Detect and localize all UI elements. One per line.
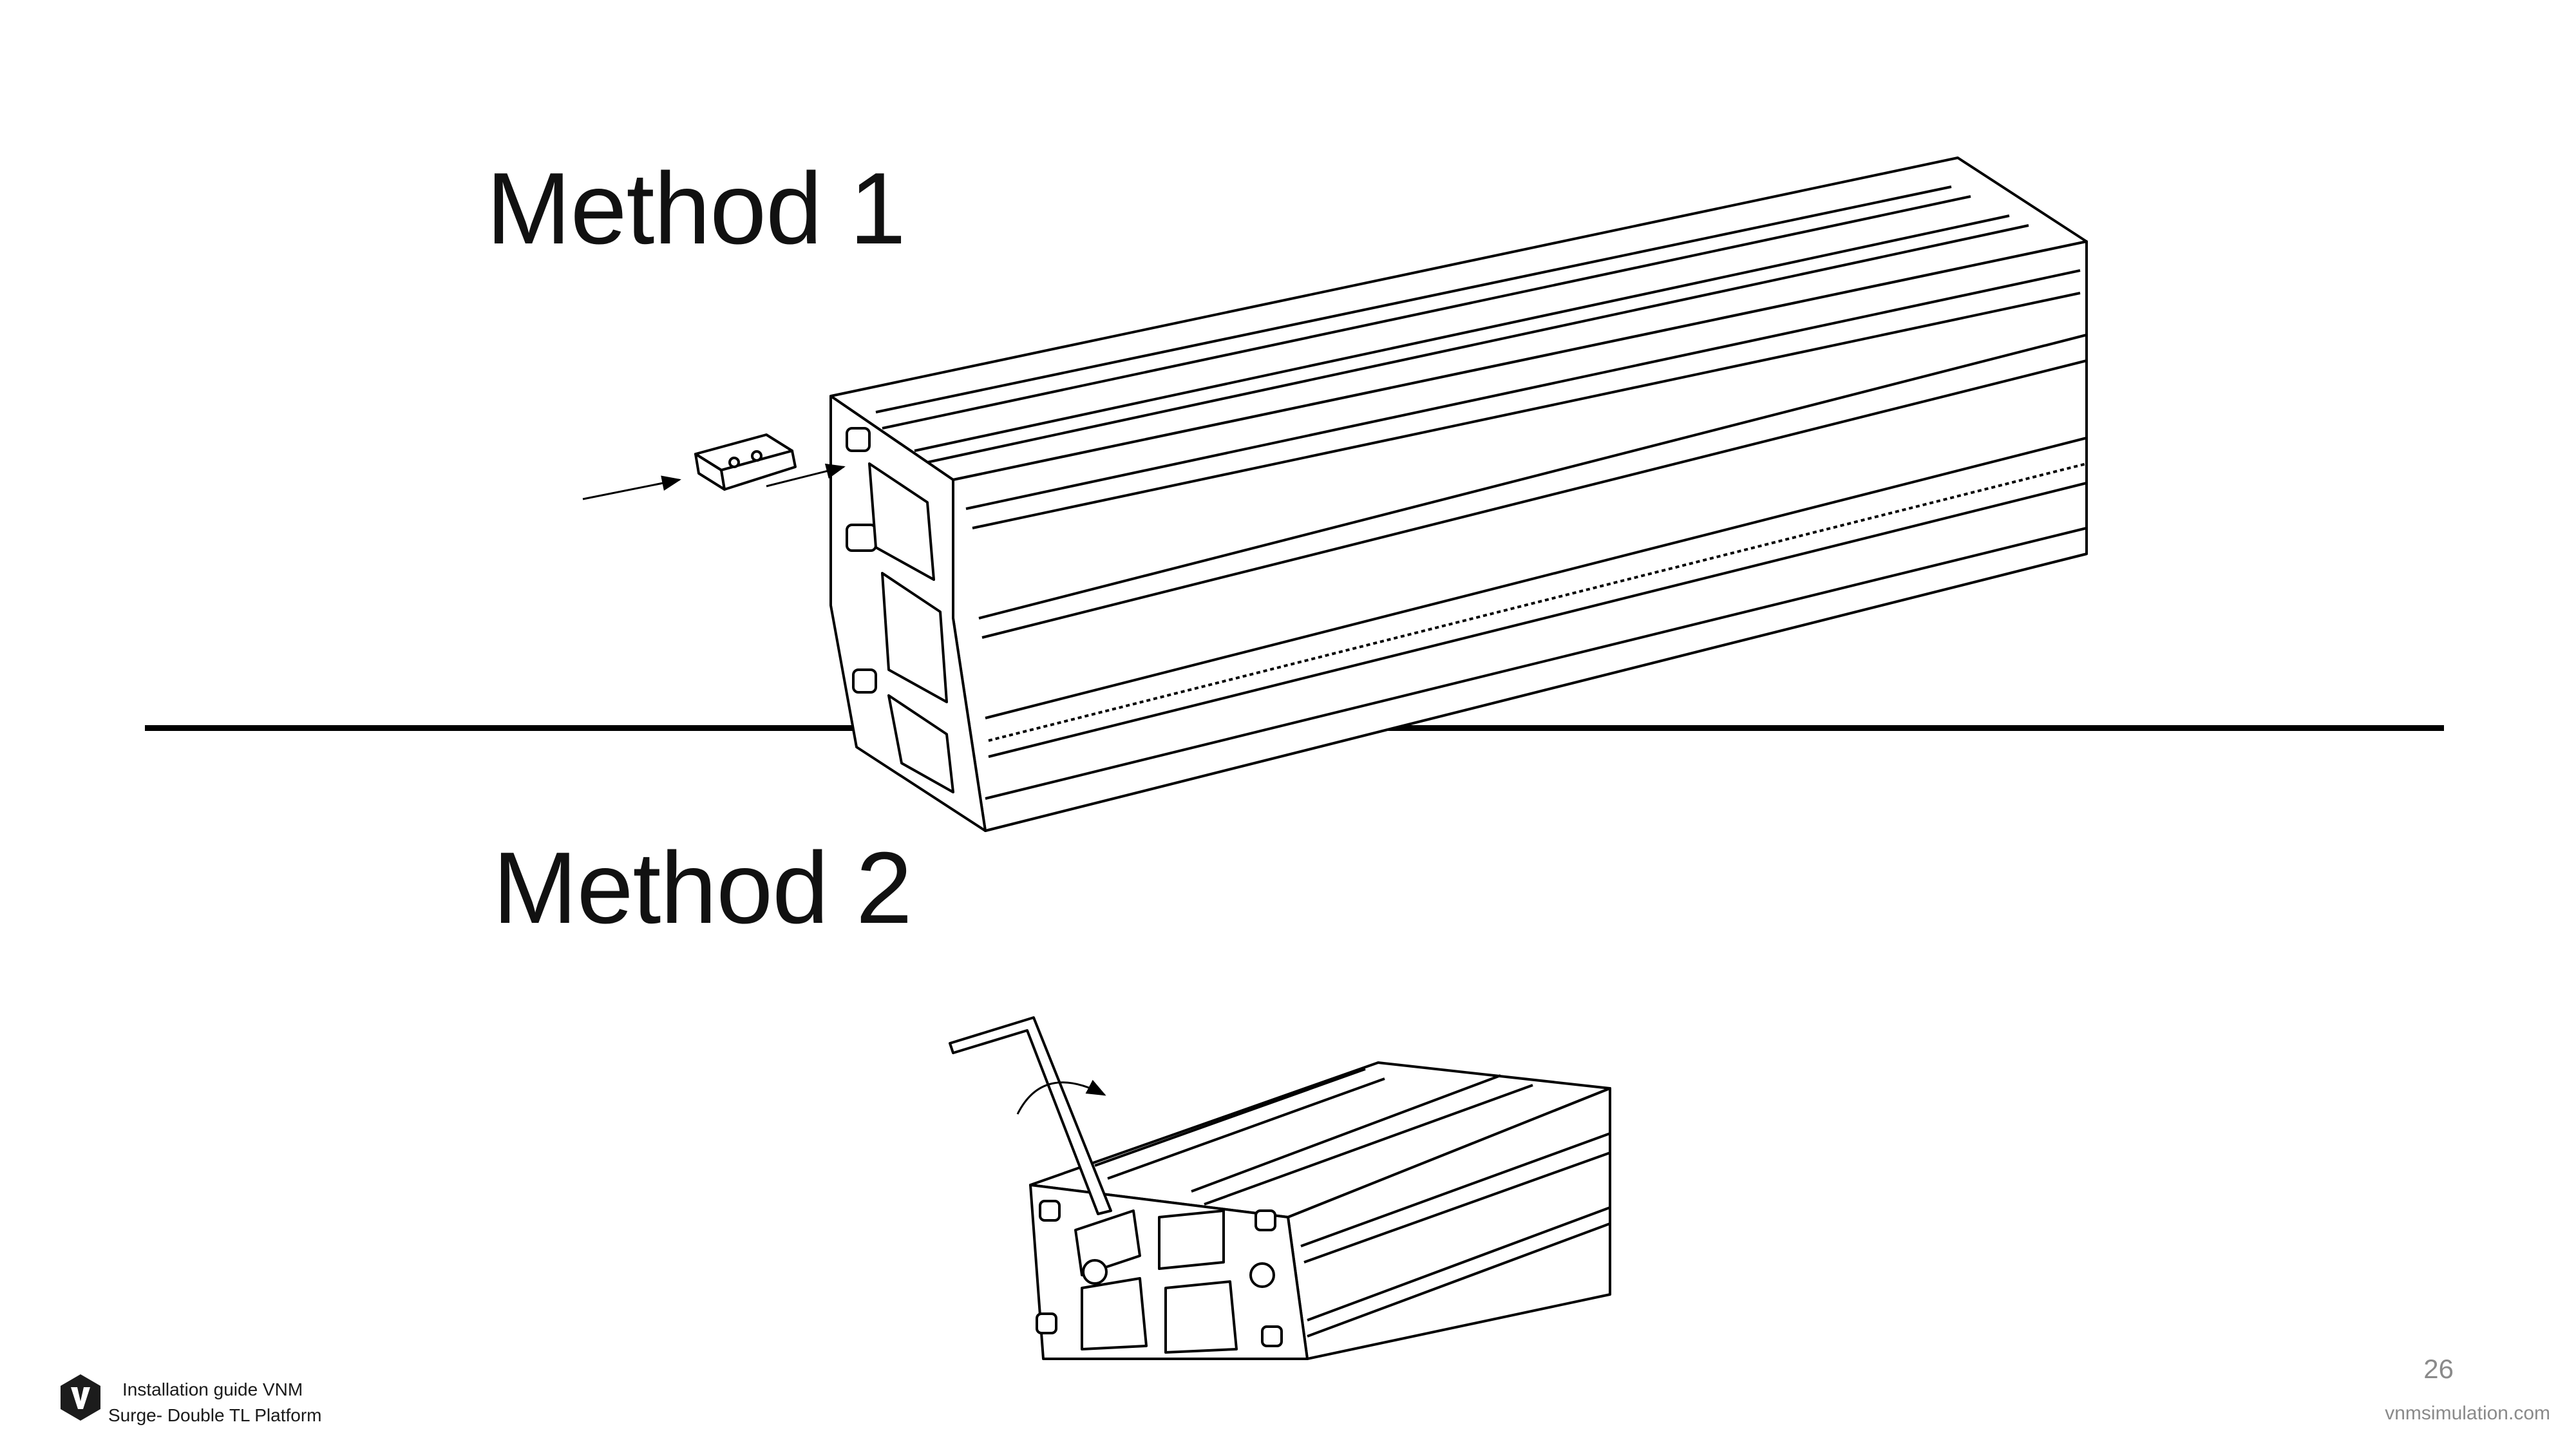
footer-guide-line-2: Surge- Double TL Platform <box>108 1405 322 1425</box>
method-2-illustration <box>949 1016 1611 1360</box>
method-1-illustration <box>582 156 2088 832</box>
method-1-title: Method 1 <box>486 152 906 265</box>
vnm-logo-icon <box>61 1374 100 1421</box>
page-number: 26 <box>2423 1354 2454 1384</box>
footer-guide-line-1: Installation guide VNM <box>122 1379 303 1399</box>
website-url: vnmsimulation.com <box>2385 1403 2550 1424</box>
footer-guide-text: Installation guide VNM Surge- Double TL … <box>108 1377 322 1428</box>
method-2-title: Method 2 <box>493 831 913 945</box>
